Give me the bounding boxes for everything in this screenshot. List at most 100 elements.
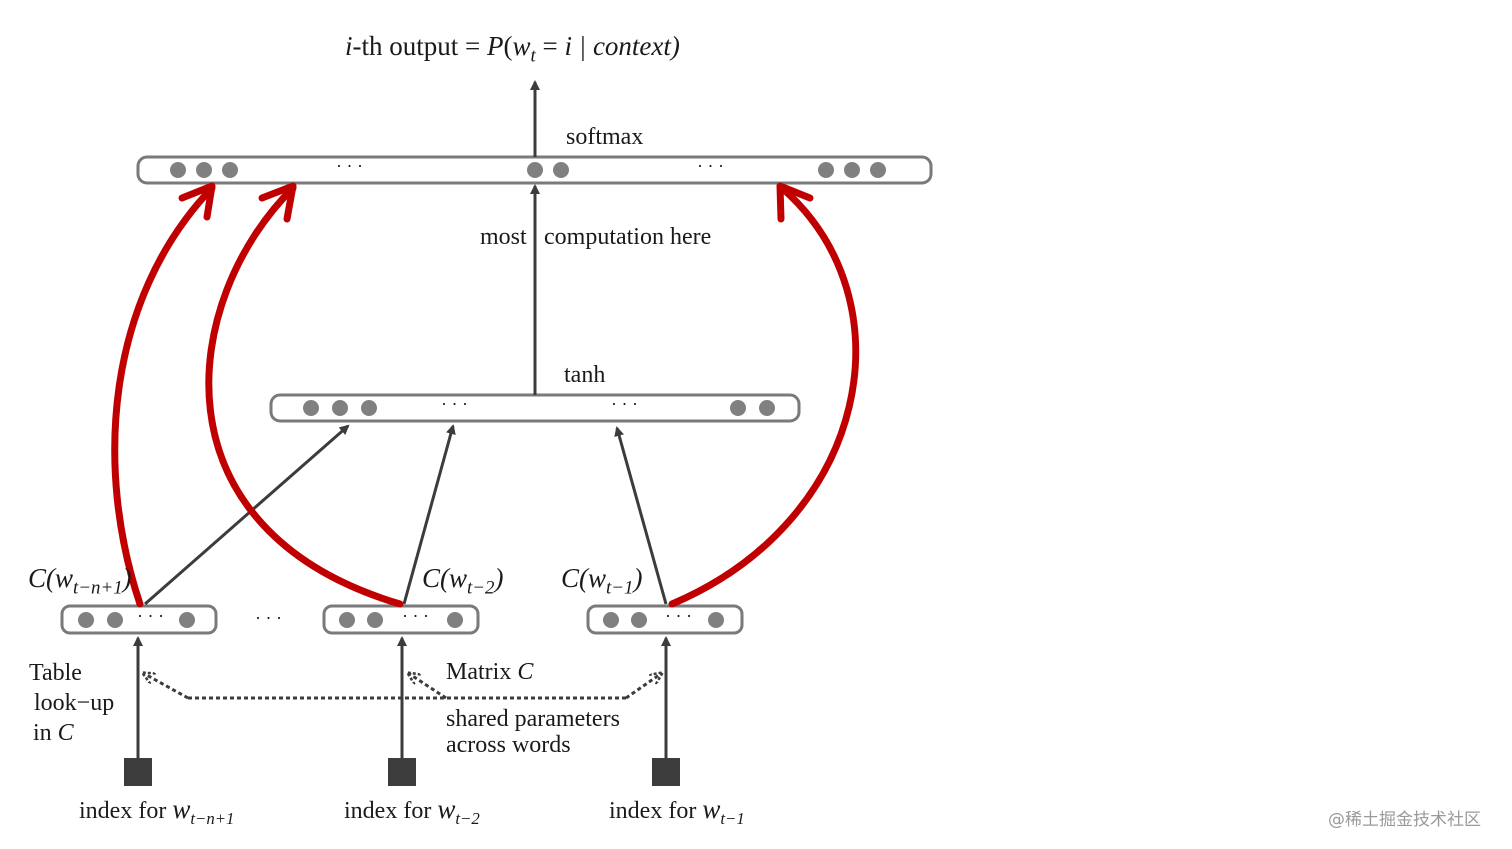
tanh-node [361,400,377,416]
emb3-to-tanh-arrow [614,426,668,605]
emb1-to-tanh-arrow [144,424,350,606]
index-square-t-1 [652,758,680,786]
tanh-layer-box [269,393,801,423]
emb2-close: ) [494,563,504,593]
embedding-node [631,612,647,628]
between-embeddings-ellipsis: · · · [255,608,282,628]
watermark: @稀土掘金技术社区 [1328,810,1481,830]
shared-dotted-mid [408,673,447,700]
lookup-c: C [57,720,74,746]
red-arrow-right-head [776,182,814,223]
matrix-c: C [517,659,534,685]
emb2-sub: t−2 [467,577,495,599]
index-label-t-n-plus-1: index for wt−n+1 [79,794,234,829]
softmax-nodes [170,162,886,178]
embedding-label-t-2: C(wt−2) [422,563,503,600]
title-w: w [512,31,531,61]
lookup-in: in [33,720,58,746]
computation-label-most: most [480,224,527,250]
embedding-ellipsis-2: · · · [402,606,429,626]
idx3-sub: t−1 [720,808,745,828]
shared-parameter-lines [143,673,662,700]
softmax-node [844,162,860,178]
embedding-node [367,612,383,628]
idx2-sub: t−2 [455,808,480,828]
tanh-label: tanh [564,362,606,388]
output-title: i-th output = P(wt = i | context) [345,31,680,67]
embedding-box-t-1 [586,604,744,635]
title-i: i [345,31,353,61]
emb3-c: C(w [561,563,607,593]
red-arrow-middle [205,184,404,608]
softmax-node [870,162,886,178]
softmax-ellipsis-left: · · · [336,156,363,176]
tanh-ellipsis-left: · · · [441,394,468,414]
title-middle: -th output = [352,31,487,61]
shared-params-line2: across words [446,732,571,758]
matrix-prefix: Matrix [446,659,518,685]
softmax-node [222,162,238,178]
emb1-c: C(w [28,563,74,593]
embedding-node [447,612,463,628]
embedding-node [107,612,123,628]
red-arrow-middle-head [258,182,297,223]
red-arrow-left [111,184,216,608]
table-lookup-line2: look−up [34,690,115,716]
computation-label-here: computation here [544,224,712,250]
table-lookup-line3: in C [33,720,74,747]
title-i2: i [564,31,573,61]
connection-arrows [133,80,671,760]
tanh-node [730,400,746,416]
embedding-label-t-n-plus-1: C(wt−n+1) [28,563,132,600]
embedding-ellipsis-3: · · · [665,606,692,626]
embedding-node [78,612,94,628]
idx1-text: index for [79,798,173,824]
table-lookup-line1: Table [29,660,82,686]
title-eq: = [535,31,565,61]
softmax-node [527,162,543,178]
shared-dotted-right [625,673,662,700]
softmax-node [170,162,186,178]
idx2-text: index for [344,798,438,824]
softmax-node [553,162,569,178]
index-square-t-2 [388,758,416,786]
title-t: t [530,45,536,67]
title-context: | context) [572,31,680,61]
shared-dotted-left [143,673,189,700]
tanh-node [303,400,319,416]
direct-connection-arrows [111,182,860,608]
emb3-sub: t−1 [606,577,634,599]
emb2-c: C(w [422,563,468,593]
idx3-w: w [702,794,721,824]
idx1-sub: t−n+1 [190,808,235,828]
emb1-close: ) [122,563,132,593]
index-square-t-n-plus-1 [124,758,152,786]
embedding-node [708,612,724,628]
softmax-ellipsis-right: · · · [697,156,724,176]
shared-params-line1: shared parameters [446,706,620,732]
idx2-w: w [437,794,456,824]
softmax-node [818,162,834,178]
embedding-ellipsis-1: · · · [137,606,164,626]
idx1-w: w [172,794,191,824]
emb3-close: ) [633,563,643,593]
embedding-node [603,612,619,628]
red-arrow-left-head [178,182,216,221]
idx3-text: index for [609,798,703,824]
index-label-t-2: index for wt−2 [344,794,480,829]
tanh-node [759,400,775,416]
matrix-c-label: Matrix C [446,659,533,686]
tanh-nodes [303,400,775,416]
index-label-t-1: index for wt−1 [609,794,745,829]
emb1-sub: t−n+1 [73,577,123,599]
tanh-ellipsis-right: · · · [611,394,638,414]
tanh-node [332,400,348,416]
softmax-label: softmax [566,124,644,150]
softmax-node [196,162,212,178]
embedding-node [179,612,195,628]
embedding-node [339,612,355,628]
red-arrow-right [668,184,860,608]
embedding-nodes [78,612,724,628]
embedding-label-t-1: C(wt−1) [561,563,642,600]
